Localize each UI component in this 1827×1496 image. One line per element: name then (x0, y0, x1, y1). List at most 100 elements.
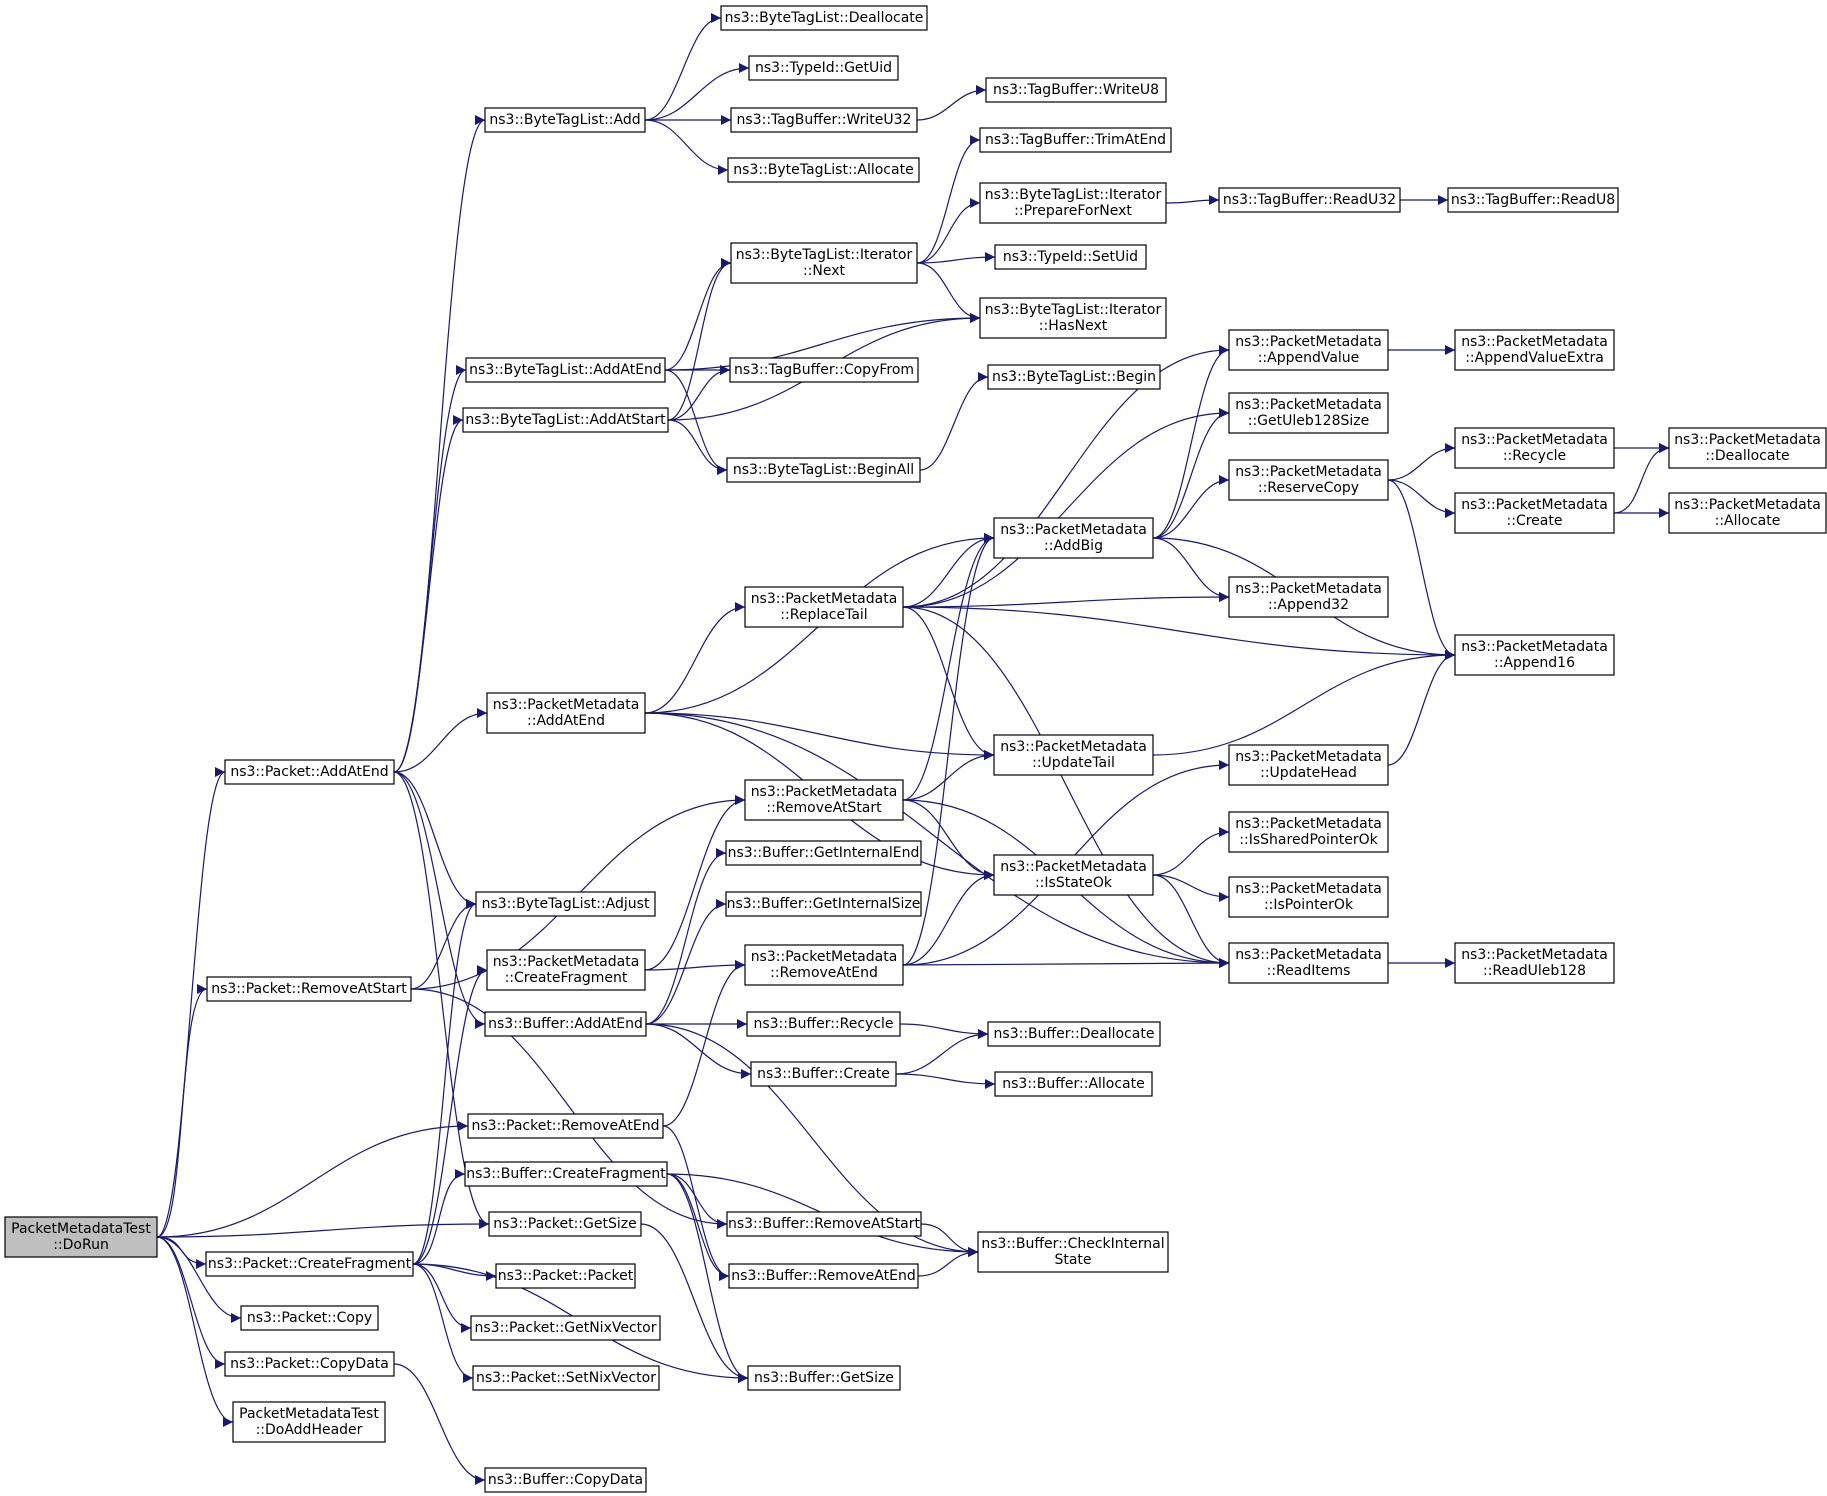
node-pmt_doaddheader[interactable]: PacketMetadataTest::DoAddHeader (232, 1401, 386, 1443)
node-box (726, 1211, 922, 1237)
node-pkt_createfragment[interactable]: ns3::Packet::CreateFragment (205, 1251, 414, 1277)
edge-pm_removeatstart-to-pm_isstateok (902, 799, 995, 880)
node-buf_createfragment[interactable]: ns3::Buffer::CreateFragment (464, 1161, 668, 1187)
node-box (1454, 427, 1615, 469)
edge-pkt_getsize-to-buf_getsize (640, 1223, 749, 1383)
node-box (747, 1365, 901, 1391)
node-tb_readu8[interactable]: ns3::TagBuffer::ReadU8 (1447, 187, 1619, 213)
node-buf_deallocate[interactable]: ns3::Buffer::Deallocate (987, 1021, 1161, 1047)
node-buf_getinternalsize[interactable]: ns3::Buffer::GetInternalSize (725, 891, 922, 917)
node-pm_updatetail[interactable]: ns3::PacketMetadata::UpdateTail (993, 734, 1154, 776)
node-pm_create[interactable]: ns3::PacketMetadata::Create (1454, 492, 1615, 534)
node-pm_append32[interactable]: ns3::PacketMetadata::Append32 (1228, 576, 1389, 618)
node-pm_reservecopy[interactable]: ns3::PacketMetadata::ReserveCopy (1228, 459, 1389, 501)
edge-pkt_addatend-to-pkt_getsize (393, 771, 490, 1229)
node-buf_allocate[interactable]: ns3::Buffer::Allocate (994, 1071, 1153, 1097)
node-pm_issharedpointerok[interactable]: ns3::PacketMetadata::IsSharedPointerOk (1228, 811, 1389, 853)
node-pkt_copydata[interactable]: ns3::Packet::CopyData (224, 1351, 395, 1377)
node-btli_hasnext[interactable]: ns3::ByteTagList::Iterator::HasNext (979, 297, 1167, 339)
node-btl_adjust[interactable]: ns3::ByteTagList::Adjust (475, 891, 656, 917)
node-pm_updatehead[interactable]: ns3::PacketMetadata::UpdateHead (1228, 744, 1389, 786)
node-buf_recycle[interactable]: ns3::Buffer::Recycle (746, 1011, 901, 1037)
node-pm_allocate[interactable]: ns3::PacketMetadata::Allocate (1668, 492, 1827, 534)
node-label: ns3::ByteTagList::AddAtStart (465, 412, 666, 428)
edge-btl_add-to-typeid_getuid (644, 63, 750, 121)
node-pkt_removeatstart[interactable]: ns3::Packet::RemoveAtStart (206, 976, 412, 1002)
node-label: ns3::PacketMetadata (1000, 522, 1147, 538)
node-pm_removeatend[interactable]: ns3::PacketMetadata::RemoveAtEnd (744, 944, 904, 986)
node-btl_allocate[interactable]: ns3::ByteTagList::Allocate (727, 157, 920, 183)
node-buf_create[interactable]: ns3::Buffer::Create (750, 1061, 897, 1087)
node-tb_readu32[interactable]: ns3::TagBuffer::ReadU32 (1218, 187, 1401, 213)
node-box (727, 157, 920, 183)
node-pm_replacetail[interactable]: ns3::PacketMetadata::ReplaceTail (744, 586, 904, 628)
node-pm_removeatstart[interactable]: ns3::PacketMetadata::RemoveAtStart (744, 779, 904, 821)
node-buf_addatend[interactable]: ns3::Buffer::AddAtEnd (484, 1011, 647, 1037)
node-pkt_addatend[interactable]: ns3::Packet::AddAtEnd (224, 759, 395, 785)
node-typeid_setuid[interactable]: ns3::TypeId::SetUid (994, 244, 1147, 270)
node-pm_isstateok[interactable]: ns3::PacketMetadata::IsStateOk (993, 854, 1154, 896)
node-pm_getuleb128size[interactable]: ns3::PacketMetadata::GetUleb128Size (1228, 392, 1389, 434)
node-tb_writeu32[interactable]: ns3::TagBuffer::WriteU32 (730, 107, 918, 133)
node-pm_readuleb128[interactable]: ns3::PacketMetadata::ReadUleb128 (1454, 942, 1615, 984)
node-box (1668, 427, 1827, 469)
edge-pkt_removeatend-to-buf_removeatend (662, 1125, 730, 1281)
node-pm_deallocate[interactable]: ns3::PacketMetadata::Deallocate (1668, 427, 1827, 469)
node-btl_beginall[interactable]: ns3::ByteTagList::BeginAll (726, 457, 921, 483)
node-pm_appendvalue[interactable]: ns3::PacketMetadata::AppendValue (1228, 329, 1389, 371)
edge-buf_addatend-to-buf_create (645, 1023, 752, 1079)
node-pm_addbig[interactable]: ns3::PacketMetadata::AddBig (993, 517, 1154, 559)
node-box (993, 517, 1154, 559)
node-label: ns3::PacketMetadata (493, 697, 640, 713)
node-box (486, 692, 646, 734)
node-buf_removeatend[interactable]: ns3::Buffer::RemoveAtEnd (728, 1263, 919, 1289)
node-pm_readitems[interactable]: ns3::PacketMetadata::ReadItems (1228, 942, 1389, 984)
node-box (484, 1467, 647, 1493)
node-label: ::Append32 (1268, 597, 1349, 613)
node-label: ::Deallocate (1705, 448, 1789, 464)
node-btli_next[interactable]: ns3::ByteTagList::Iterator::Next (730, 242, 918, 284)
node-buf_removeatstart[interactable]: ns3::Buffer::RemoveAtStart (726, 1211, 922, 1237)
node-pkt_removeatend[interactable]: ns3::Packet::RemoveAtEnd (467, 1113, 664, 1139)
node-buf_getinternalend[interactable]: ns3::Buffer::GetInternalEnd (725, 840, 922, 866)
node-tb_writeu8[interactable]: ns3::TagBuffer::WriteU8 (985, 77, 1167, 103)
node-label: ns3::ByteTagList::Iterator (736, 247, 913, 263)
node-root[interactable]: PacketMetadataTest::DoRun (4, 1216, 158, 1258)
node-btl_add[interactable]: ns3::ByteTagList::Add (484, 107, 646, 133)
node-label: ::AddAtEnd (527, 713, 605, 729)
node-box (725, 891, 922, 917)
node-typeid_getuid[interactable]: ns3::TypeId::GetUid (748, 55, 899, 81)
node-pm_addatend[interactable]: ns3::PacketMetadata::AddAtEnd (486, 692, 646, 734)
node-btl_deallocate[interactable]: ns3::ByteTagList::Deallocate (720, 5, 928, 31)
node-pm_recycle[interactable]: ns3::PacketMetadata::Recycle (1454, 427, 1615, 469)
node-box (1228, 876, 1389, 918)
node-pkt_getnixvector[interactable]: ns3::Packet::GetNixVector (470, 1315, 661, 1341)
node-buf_getsize[interactable]: ns3::Buffer::GetSize (747, 1365, 901, 1391)
node-buf_copydata[interactable]: ns3::Buffer::CopyData (484, 1467, 647, 1493)
node-box (728, 1263, 919, 1289)
node-label: ns3::PacketMetadata (1235, 947, 1382, 963)
node-label: ns3::ByteTagList::Allocate (733, 162, 913, 178)
node-pm_append16[interactable]: ns3::PacketMetadata::Append16 (1454, 634, 1615, 676)
node-pm_appendvalueextra[interactable]: ns3::PacketMetadata::AppendValueExtra (1454, 329, 1615, 371)
node-pm_ispointerok[interactable]: ns3::PacketMetadata::IsPointerOk (1228, 876, 1389, 918)
edge-pm_replacetail-to-pm_append16 (902, 606, 1456, 660)
node-tb_copyfrom[interactable]: ns3::TagBuffer::CopyFrom (729, 357, 919, 383)
node-pkt_getsize[interactable]: ns3::Packet::GetSize (488, 1211, 642, 1237)
node-box (224, 759, 395, 785)
node-pkt_copy[interactable]: ns3::Packet::Copy (240, 1305, 379, 1331)
node-tb_trimatend[interactable]: ns3::TagBuffer::TrimAtEnd (979, 127, 1172, 153)
node-box (750, 1061, 897, 1087)
node-box (488, 1211, 642, 1237)
node-pm_createfragment[interactable]: ns3::PacketMetadata::CreateFragment (486, 949, 646, 991)
node-pkt_packet[interactable]: ns3::Packet::Packet (495, 1263, 636, 1289)
node-btl_addatstart[interactable]: ns3::ByteTagList::AddAtStart (462, 407, 669, 433)
node-pkt_setnixvector[interactable]: ns3::Packet::SetNixVector (472, 1365, 660, 1391)
edge-root-to-pkt_removeatend (156, 1121, 469, 1238)
node-btl_begin[interactable]: ns3::ByteTagList::Begin (987, 364, 1161, 390)
node-btl_addatend[interactable]: ns3::ByteTagList::AddAtEnd (465, 357, 666, 383)
node-box (1228, 811, 1389, 853)
node-label: PacketMetadataTest (11, 1221, 151, 1237)
node-btli_preparefornext[interactable]: ns3::ByteTagList::Iterator::PrepareForNe… (979, 182, 1167, 224)
